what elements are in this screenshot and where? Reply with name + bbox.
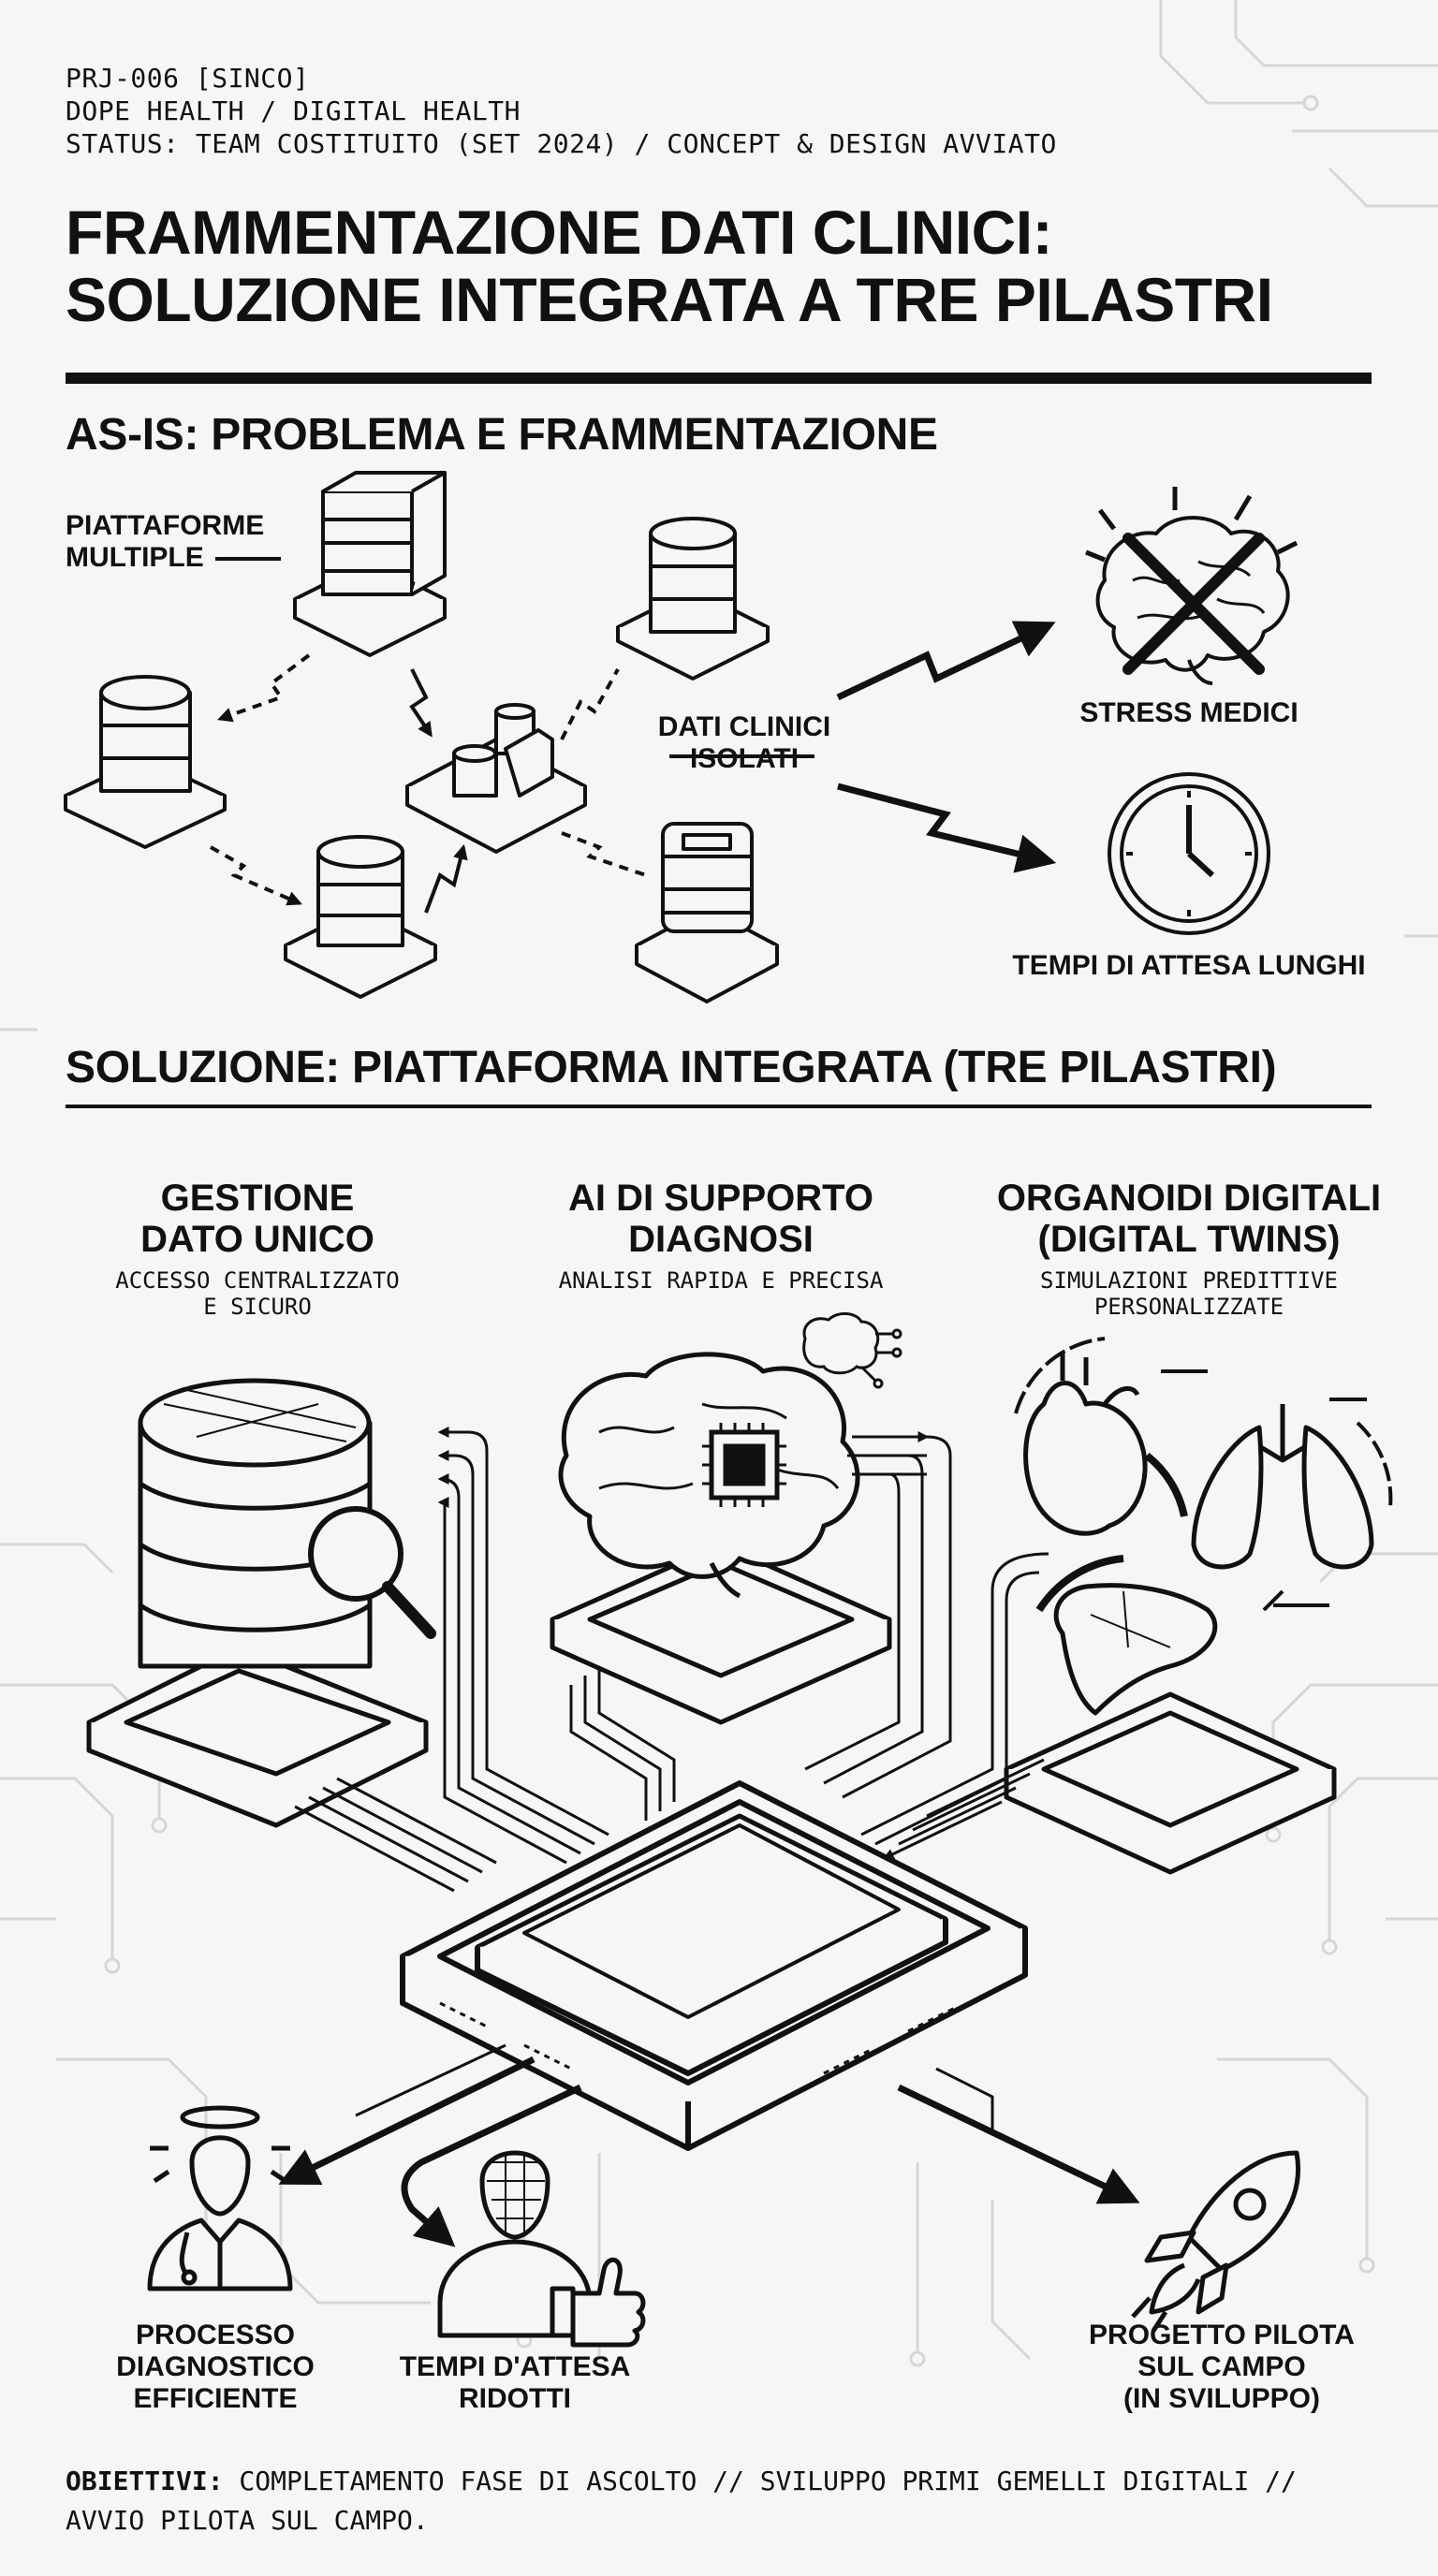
pillar-title-line-1: AI DI SUPPORTO <box>568 1178 873 1219</box>
pillar-subtitle-line-1: SIMULAZIONI PREDITTIVE <box>1040 1267 1338 1294</box>
project-id: PRJ-006 [SINCO] <box>66 63 310 94</box>
objectives-footer: OBIETTIVI: COMPLETAMENTO FASE DI ASCOLTO… <box>66 2462 1395 2540</box>
outcome-pilot-project: PROGETTO PILOTA SUL CAMPO (IN SVILUPPO) <box>1058 2320 1386 2415</box>
pillar-subtitle-line-2: PERSONALIZZATE <box>1093 1294 1284 1320</box>
lungs-icon <box>1191 1404 1374 1570</box>
project-area: DOPE HEALTH / DIGITAL HEALTH <box>66 95 521 126</box>
solution-divider <box>66 1105 1372 1108</box>
pillar-title-line-2: (DIGITAL TWINS) <box>1037 1219 1341 1260</box>
mini-brain-icon <box>802 1312 902 1389</box>
pillar-title-line-1: GESTIONE <box>160 1178 355 1219</box>
pillar-data-management: GESTIONE DATO UNICO ACCESSO CENTRALIZZAT… <box>66 1178 449 1320</box>
pillar-subtitle-line-1: ANALISI RAPIDA E PRECISA <box>558 1267 884 1294</box>
rocket-icon <box>1131 2150 1300 2333</box>
chip-icon <box>702 1423 786 1507</box>
heart-icon <box>1023 1353 1148 1536</box>
effect-wait-label: TEMPI DI ATTESA LUNGHI <box>1012 950 1366 981</box>
pillar-subtitle-line-2: E SICURO <box>203 1294 312 1320</box>
doctor-icon <box>147 2105 293 2291</box>
pillar-subtitle-line-1: ACCESSO CENTRALIZZATO <box>115 1267 400 1294</box>
outcome-line-2: SUL CAMPO <box>1137 2351 1306 2382</box>
platforms-label-line-2: MULTIPLE <box>66 542 204 573</box>
central-processor <box>400 1780 1028 2151</box>
outcome-line-3: (IN SVILUPPO) <box>1123 2383 1320 2414</box>
objectives-label: OBIETTIVI: <box>66 2466 224 2496</box>
database-icon <box>64 675 227 849</box>
outcome-line-1: PROGETTO PILOTA <box>1089 2320 1355 2350</box>
outcome-line-2: DIAGNOSTICO <box>116 2351 315 2382</box>
database-icon <box>616 517 770 681</box>
outcome-efficient-process: PROCESSO DIAGNOSTICO EFFICIENTE <box>75 2320 356 2415</box>
outcome-line-1: PROCESSO <box>135 2320 296 2350</box>
server-stack-icon <box>635 822 779 1003</box>
platforms-label-line-1: PIATTAFORME <box>66 510 265 541</box>
outcome-reduced-wait: TEMPI D'ATTESA RIDOTTI <box>374 2351 655 2415</box>
pillar-digital-twins: ORGANOIDI DIGITALI (DIGITAL TWINS) SIMUL… <box>964 1178 1414 1320</box>
title-divider <box>66 373 1372 384</box>
page-title-line-1: FRAMMENTAZIONE DATI CLINICI: <box>66 198 1053 267</box>
project-status: STATUS: TEAM COSTITUITO (SET 2024) / CON… <box>66 128 1057 159</box>
isolated-data-label-line-2: ISOLATI <box>689 743 800 774</box>
asis-heading: AS-IS: PROBLEMA E FRAMMENTAZIONE <box>66 410 938 460</box>
isolated-data-hub <box>405 703 587 854</box>
magnifier-icon <box>308 1506 436 1639</box>
server-stack-icon <box>293 471 447 657</box>
platforms-label: PIATTAFORME MULTIPLE <box>66 510 264 574</box>
liver-icon <box>1053 1583 1218 1716</box>
brain-chip-icon <box>550 1352 892 1725</box>
clock-icon <box>1108 772 1270 935</box>
pillar-title-line-2: DATO UNICO <box>140 1219 374 1260</box>
pillar-title-line-2: DIAGNOSI <box>628 1219 814 1260</box>
objectives-text-1: COMPLETAMENTO FASE DI ASCOLTO // SVILUPP… <box>223 2466 1297 2496</box>
isolated-data-label: DATI CLINICI ISOLATI <box>627 711 861 775</box>
page-title-line-2: SOLUZIONE INTEGRATA A TRE PILASTRI <box>66 265 1273 334</box>
isolated-data-label-line-1: DATI CLINICI <box>657 711 831 742</box>
database-icon <box>284 835 437 999</box>
page-title: FRAMMENTAZIONE DATI CLINICI: SOLUZIONE I… <box>66 198 1395 333</box>
objectives-text-2: AVVIO PILOTA SUL CAMPO. <box>66 2505 429 2536</box>
database-icon <box>86 1378 429 1828</box>
outcome-line-3: EFFICIENTE <box>133 2383 298 2414</box>
pillar-title-line-1: ORGANOIDI DIGITALI <box>996 1178 1382 1219</box>
solution-heading: SOLUZIONE: PIATTAFORMA INTEGRATA (TRE PI… <box>66 1043 1277 1092</box>
outcome-line-1: TEMPI D'ATTESA <box>399 2351 631 2382</box>
outcome-line-2: RIDOTTI <box>459 2383 571 2414</box>
patient-thumbs-up-icon <box>437 2150 646 2348</box>
pillar-ai-diagnosis: AI DI SUPPORTO DIAGNOSI ANALISI RAPIDA E… <box>510 1178 932 1294</box>
effect-stress-label: STRESS MEDICI <box>1079 697 1299 728</box>
